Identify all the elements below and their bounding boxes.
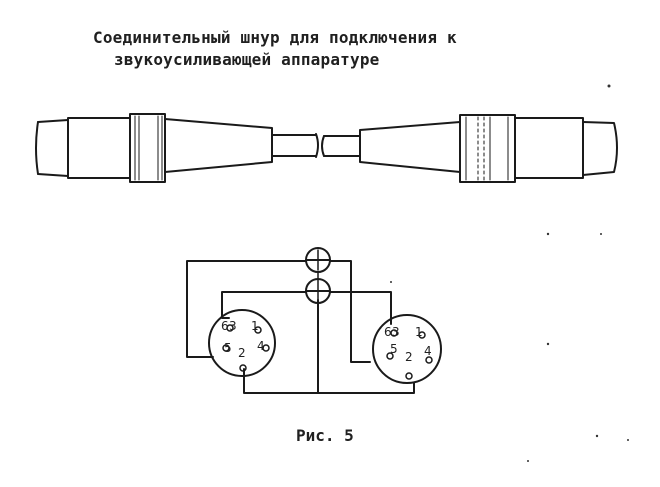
outer-wire-right <box>329 260 371 363</box>
left-connector <box>35 113 319 183</box>
scan-specks <box>390 84 629 462</box>
right-pin-5: 5 <box>390 342 398 356</box>
left-pin-6: 6 <box>221 319 229 333</box>
left-socket-labels: 6 3 1 5 2 4 <box>221 319 265 360</box>
left-pin-1: 1 <box>251 319 259 333</box>
left-pin-4: 4 <box>257 339 265 353</box>
right-pin-4: 4 <box>424 344 432 358</box>
right-socket <box>372 314 442 384</box>
right-socket-labels: 6 3 1 5 2 4 <box>384 325 432 364</box>
bottom-wire <box>243 368 415 394</box>
left-pin-2: 2 <box>238 346 246 360</box>
left-pin-5: 5 <box>224 341 232 355</box>
outer-wire-left <box>186 260 307 358</box>
figure-caption: Рис. 5 <box>296 426 354 445</box>
right-pin-2: 2 <box>405 350 413 364</box>
shield-wire-right <box>329 291 392 325</box>
wiring-schematic <box>186 247 442 394</box>
title-line-2: звукоусиливающей аппаратуре <box>114 50 380 69</box>
left-socket <box>208 309 276 377</box>
right-pin-1: 1 <box>415 325 423 339</box>
shield-wire-left <box>221 291 307 319</box>
right-pin-3: 3 <box>392 325 400 339</box>
figure-title: Соединительный шнур для подключения к зв… <box>93 27 457 71</box>
right-connector <box>321 114 618 183</box>
left-pin-3: 3 <box>229 319 237 333</box>
title-line-1: Соединительный шнур для подключения к <box>93 28 457 47</box>
right-pin-6: 6 <box>384 325 392 339</box>
